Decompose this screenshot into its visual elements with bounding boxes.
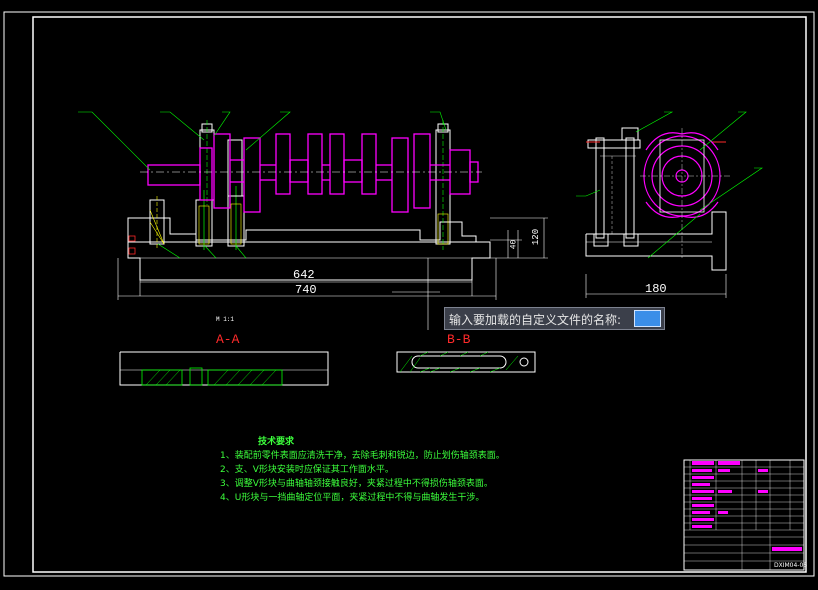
sheet-outer-border [3, 11, 815, 577]
section-bb-view [396, 351, 536, 373]
section-aa-view [119, 351, 329, 386]
command-prompt-label: 输入要加载的自定义文件的名称: [449, 313, 622, 327]
dimension-120: 120 [531, 228, 542, 246]
tech-notes-title: 技术要求 [258, 437, 295, 447]
scale-note: M 1:1 [216, 316, 235, 323]
dimension-180: 180 [645, 282, 667, 296]
tech-note-2: 2、支、V形块安装时应保证其工作面水平。 [220, 465, 394, 475]
front-view [78, 111, 548, 330]
drawing-number: DXIM04-06 [774, 562, 808, 569]
tech-note-3: 3、调整V形块与曲轴轴颈接触良好，夹紧过程中不得损伤轴颈表面。 [220, 479, 493, 489]
dimension-740: 740 [295, 283, 317, 297]
section-aa-label: A-A [216, 332, 240, 347]
command-input[interactable] [634, 310, 661, 327]
tech-note-4: 4、U形块与一挡曲轴定位平面，夹紧过程中不得与曲轴发生干涉。 [220, 493, 485, 503]
title-block [683, 459, 805, 571]
section-bb-label: B-B [447, 332, 471, 347]
tech-note-1: 1、装配前零件表面应清洗干净，去除毛刺和锐边，防止划伤轴颈表面。 [220, 451, 505, 461]
side-view [576, 111, 763, 298]
dimension-40: 40 [509, 239, 519, 250]
dimension-642: 642 [293, 268, 315, 282]
sheet-inner-border [32, 16, 807, 573]
command-prompt[interactable]: 输入要加载的自定义文件的名称: [444, 307, 665, 330]
